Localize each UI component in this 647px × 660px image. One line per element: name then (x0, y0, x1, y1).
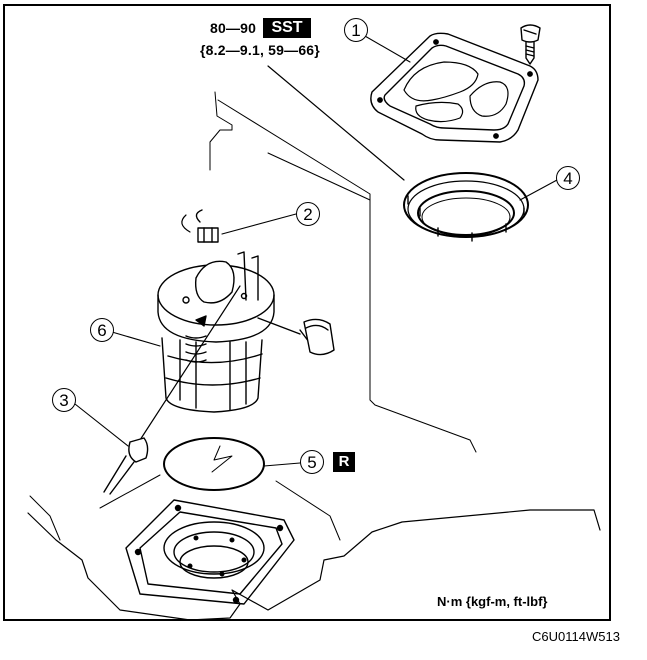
figure-frame (3, 4, 611, 621)
callout-4: 4 (556, 166, 580, 190)
screw (520, 24, 541, 65)
callout-3: 3 (52, 388, 76, 412)
torque-leader (267, 65, 405, 181)
callout-5: 5 (300, 450, 324, 474)
callout-1: 1 (344, 18, 368, 42)
fuel-hose (103, 285, 241, 495)
unit-note: N·m {kgf-m, ft-lbf} (437, 594, 548, 609)
cover-plate (370, 32, 539, 143)
callout-leaders (74, 31, 558, 467)
sst-badge: SST (263, 18, 311, 38)
replace-badge: R (333, 452, 355, 472)
callout-6: 6 (90, 318, 114, 342)
o-ring (163, 437, 265, 491)
lock-ring (403, 172, 529, 242)
connector (181, 209, 219, 243)
tank-outline (209, 91, 477, 453)
fuel-pump-unit (157, 251, 335, 413)
torque-value: 80—90 (210, 20, 257, 36)
tank-flange (27, 474, 601, 621)
torque-alt-units: {8.2—9.1, 59—66} (200, 42, 320, 58)
figure-code: C6U0114W513 (532, 629, 620, 644)
callout-2: 2 (296, 202, 320, 226)
